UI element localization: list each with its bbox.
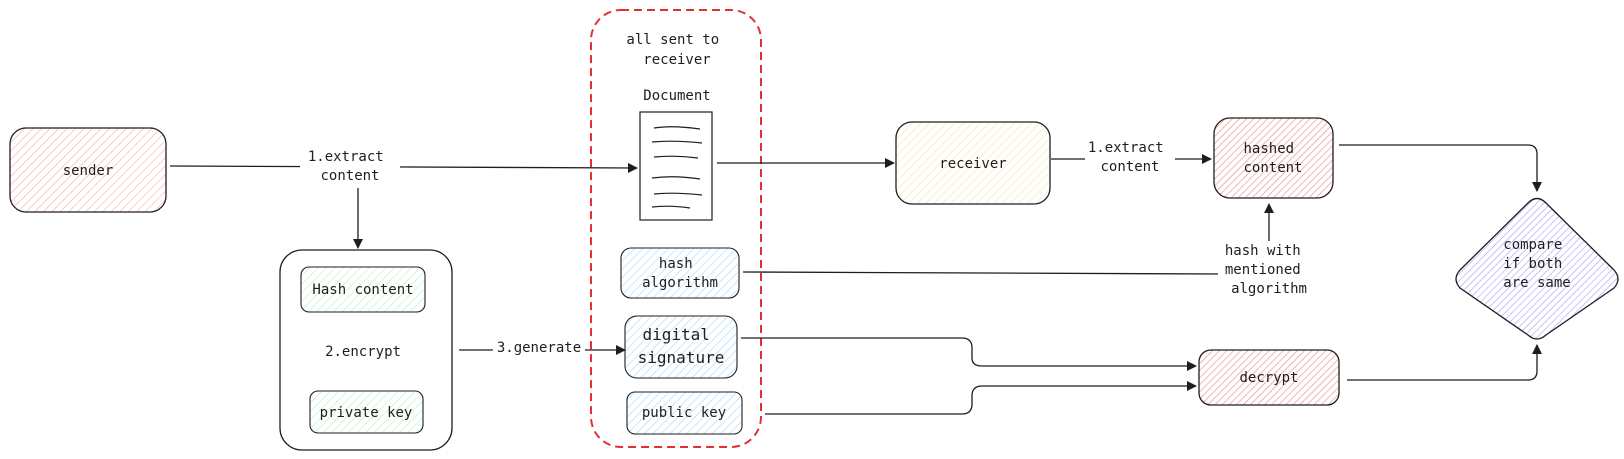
document-label: Document bbox=[643, 88, 710, 104]
svg-text:1.extract content: 1.extract content bbox=[308, 149, 392, 184]
digital-signature-label: digital signature bbox=[638, 325, 725, 367]
node-hash-content[interactable]: Hash content bbox=[300, 266, 426, 313]
node-receiver[interactable]: receiver bbox=[895, 121, 1051, 205]
group-label: all sent to receiver bbox=[626, 32, 727, 68]
label-receiver-extract: 1.extract content bbox=[1085, 138, 1175, 178]
sender-label: sender bbox=[63, 163, 114, 179]
edge-publickey-to-decrypt bbox=[765, 381, 1197, 415]
edge-algorithm-to-hashed bbox=[742, 271, 1225, 275]
group-sent-to-receiver: all sent to receiver bbox=[590, 9, 762, 448]
edge-decrypt-to-compare bbox=[1347, 344, 1542, 381]
svg-text:hash with mentioned: hash with mentioned algorithm bbox=[1225, 243, 1309, 297]
hash-algorithm-label: hash algorithm bbox=[642, 256, 718, 291]
node-sender[interactable]: sender bbox=[9, 127, 167, 213]
edges bbox=[169, 144, 1542, 415]
edge-signature-to-decrypt bbox=[741, 337, 1197, 371]
label-hash-with: hash with mentioned algorithm bbox=[1218, 243, 1318, 301]
svg-text:1.extract content: 1.extract content bbox=[1088, 140, 1172, 175]
private-key-label: private key bbox=[320, 405, 413, 421]
node-compare[interactable]: compare if both are same bbox=[1455, 197, 1619, 340]
hashed-content-label: hashed content bbox=[1243, 141, 1302, 176]
document-lines-icon bbox=[651, 126, 703, 209]
label-generate: 3.generate bbox=[493, 339, 585, 357]
hash-content-label: Hash content bbox=[312, 282, 413, 298]
label-encrypt: 2.encrypt bbox=[318, 342, 408, 360]
node-public-key[interactable]: public key bbox=[626, 391, 743, 435]
edge-sender-to-document bbox=[169, 162, 638, 173]
edge-hashed-to-compare bbox=[1339, 144, 1542, 192]
public-key-label: public key bbox=[642, 405, 726, 421]
compare-label: compare if both are same bbox=[1503, 237, 1570, 291]
receiver-label: receiver bbox=[939, 156, 1006, 172]
node-hashed-content[interactable]: hashed content bbox=[1213, 117, 1334, 199]
svg-text:3.generate: 3.generate bbox=[497, 340, 581, 356]
node-digital-signature[interactable]: digital signature bbox=[624, 315, 738, 379]
svg-text:2.encrypt: 2.encrypt bbox=[325, 344, 401, 360]
node-document[interactable]: Document bbox=[639, 88, 713, 221]
node-private-key[interactable]: private key bbox=[309, 390, 424, 434]
node-hash-algorithm[interactable]: hash algorithm bbox=[620, 247, 740, 299]
label-sender-extract: 1.extract content bbox=[300, 148, 400, 188]
decrypt-label: decrypt bbox=[1239, 370, 1298, 386]
node-decrypt[interactable]: decrypt bbox=[1198, 349, 1340, 406]
